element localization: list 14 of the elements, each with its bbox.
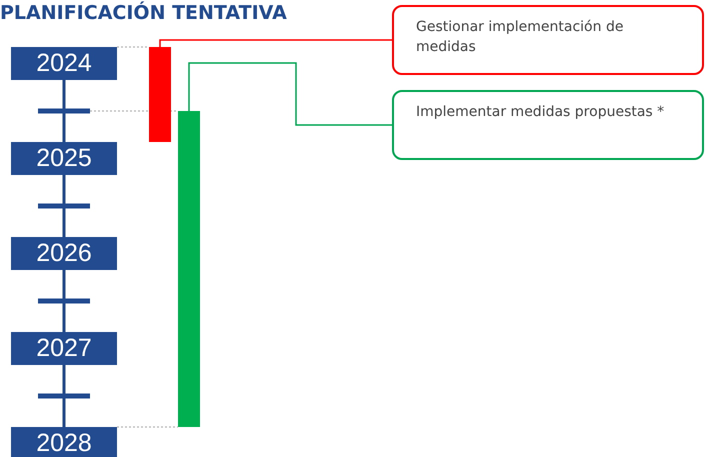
guide-line bbox=[116, 46, 150, 48]
year-label: 2027 bbox=[11, 332, 117, 365]
diagram-title: PLANIFICACIÓN TENTATIVA bbox=[0, 2, 287, 24]
connector-line bbox=[188, 62, 392, 126]
year-label: 2026 bbox=[11, 237, 117, 270]
year-label: 2025 bbox=[11, 142, 117, 175]
gantt-bar bbox=[149, 47, 171, 142]
year-label: 2024 bbox=[11, 47, 117, 80]
guide-line bbox=[116, 426, 178, 428]
task-callout: Implementar medidas propuestas * bbox=[392, 90, 704, 160]
task-callout: Gestionar implementación de medidas bbox=[392, 5, 704, 75]
year-label: 2028 bbox=[11, 427, 117, 457]
connector-line bbox=[159, 39, 392, 47]
gantt-bar bbox=[178, 111, 200, 427]
